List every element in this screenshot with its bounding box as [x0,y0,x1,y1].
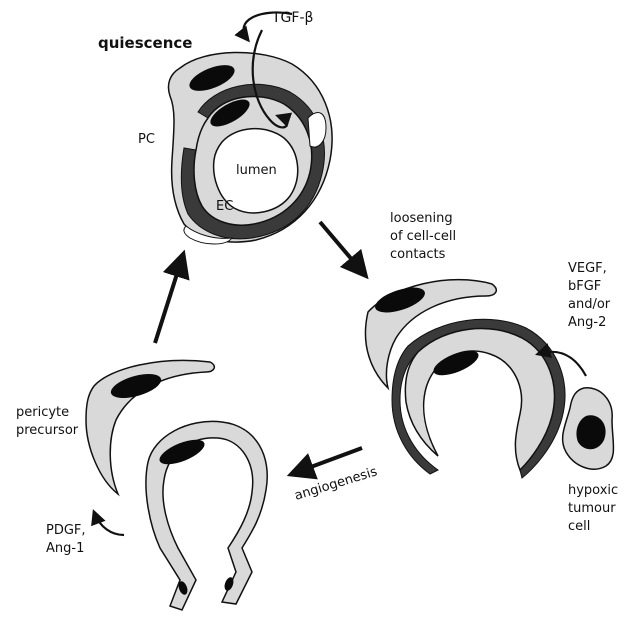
label-growth-factors-1: VEGF, [568,261,607,276]
arrow-quiescence-to-loosening [320,222,365,275]
label-loosening-2: of cell-cell [390,229,456,244]
label-lumen: lumen [236,163,277,178]
label-pericyte-1: pericyte [16,405,69,420]
label-tgf-beta: TGF-β [271,10,313,26]
angiogenesis-vessel [86,360,267,610]
label-loosening-3: contacts [390,247,446,262]
label-hypoxic-3: cell [568,519,590,534]
label-pc: PC [138,132,155,147]
arrow-loosening-to-angiogenesis [292,448,362,474]
hypoxic-tumour-cell [563,388,614,469]
label-quiescence: quiescence [98,34,192,52]
quiescent-vessel [168,52,332,244]
label-hypoxic-1: hypoxic [568,483,618,498]
arrow-pdgf-signal [94,512,124,535]
label-pdgf-1: PDGF, [46,523,86,538]
label-pericyte-2: precursor [16,423,79,438]
arrow-angiogenesis-to-quiescence [155,255,183,343]
label-pdgf-2: Ang-1 [46,541,84,556]
sprouting-endothelial-cell [146,421,267,610]
loosening-endothelial-cell [405,329,554,470]
label-growth-factors-4: Ang-2 [568,315,606,330]
label-growth-factors-3: and/or [568,297,611,312]
label-loosening-1: loosening [390,211,453,226]
loosening-vessel [365,280,565,478]
label-ec: EC [216,199,233,214]
label-growth-factors-2: bFGF [568,279,601,294]
label-hypoxic-2: tumour [568,501,616,516]
